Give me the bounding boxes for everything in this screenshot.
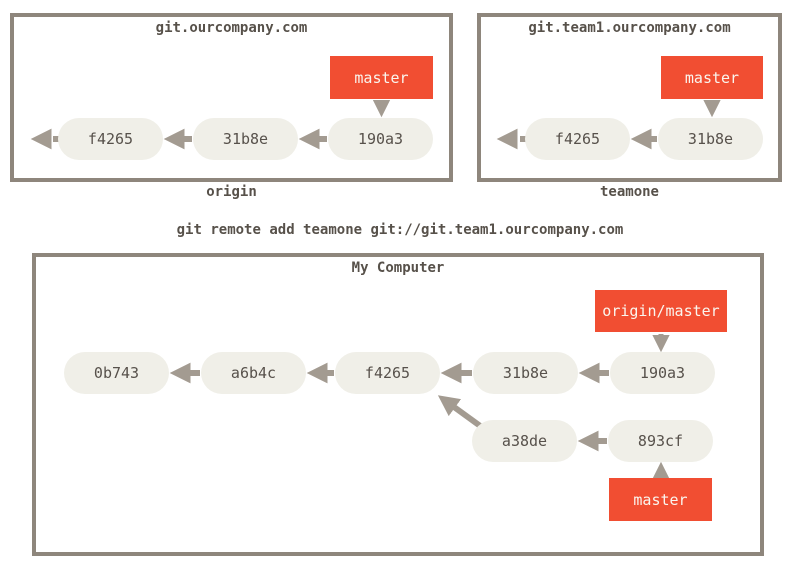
commit-node-31b8e-teamone: 31b8e	[658, 118, 763, 160]
teamone-remote-caption: teamone	[599, 184, 659, 200]
commit-node-190a3-local: 190a3	[610, 352, 715, 394]
commit-node-31b8e-local: 31b8e	[473, 352, 578, 394]
my-computer-box	[32, 253, 764, 556]
commit-node-f4265-origin: f4265	[58, 118, 163, 160]
my-computer-title: My Computer	[351, 260, 445, 276]
origin-remote-caption: origin	[206, 184, 257, 200]
commit-node-190a3-origin: 190a3	[328, 118, 433, 160]
teamone-remote-title: git.team1.ourcompany.com	[528, 20, 731, 36]
teamone-remote-box	[477, 13, 782, 182]
origin-master-remote-tracking-tag: origin/master	[595, 290, 727, 332]
git-command-caption: git remote add teamone git://git.team1.o…	[176, 222, 624, 238]
commit-node-893cf: 893cf	[608, 420, 713, 462]
commit-node-a6b4c: a6b4c	[201, 352, 306, 394]
commit-node-31b8e-origin: 31b8e	[193, 118, 298, 160]
teamone-master-branch-tag: master	[661, 56, 763, 99]
commit-node-f4265-teamone: f4265	[525, 118, 630, 160]
origin-master-branch-tag: master	[330, 56, 433, 99]
origin-remote-title: git.ourcompany.com	[155, 20, 308, 36]
commit-node-a38de: a38de	[472, 420, 577, 462]
origin-remote-box	[10, 13, 453, 182]
commit-node-f4265-local: f4265	[335, 352, 440, 394]
local-master-branch-tag: master	[609, 478, 712, 521]
commit-node-0b743: 0b743	[64, 352, 169, 394]
